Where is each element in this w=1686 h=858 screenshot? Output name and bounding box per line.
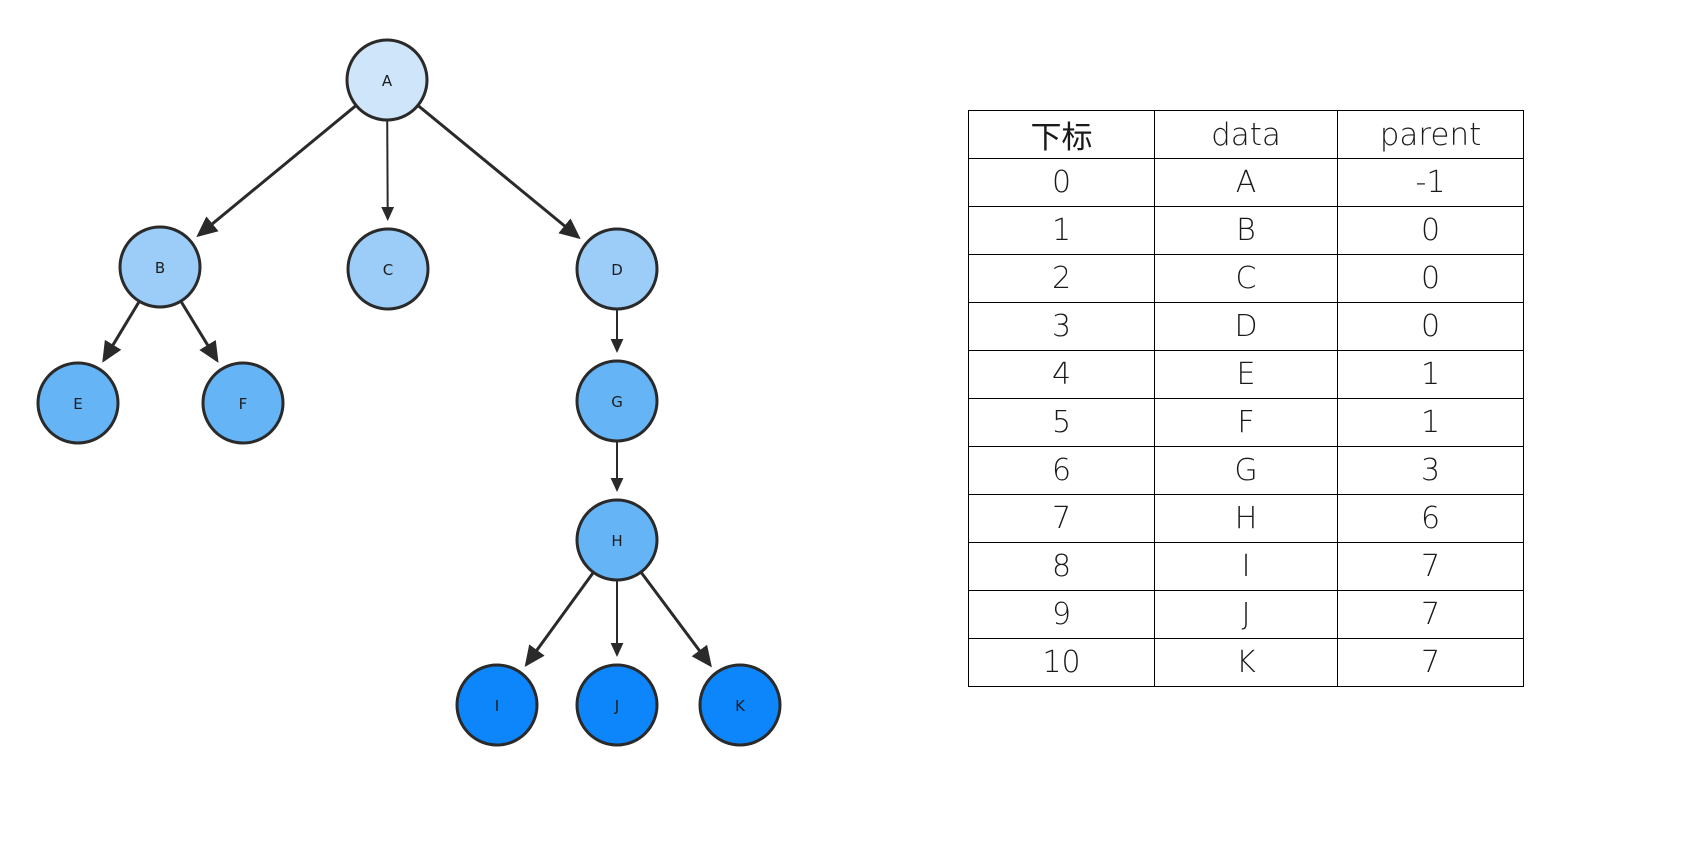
table-cell-data-1: B [1154,206,1338,255]
tree-svg: A B C D E F G H I J K [36,38,782,747]
tree-edge-a-c [381,120,395,222]
tree-node-label-k: K [735,697,746,715]
tree-node-circle-d [575,227,659,311]
table-header-parent: parent [1337,110,1524,159]
tree-nodes: A B C D E F G H I J K [36,38,782,747]
tree-node-label-a: A [382,72,393,90]
tree-node-label-d: D [611,261,623,279]
table-cell-index-10: 10 [968,638,1155,687]
table-cell-parent-8: 7 [1337,542,1524,591]
tree-edges [102,104,712,668]
tree-node-f[interactable]: F [201,361,285,445]
tree-edge-a-b [196,104,357,238]
table-cell-parent-9: 7 [1337,590,1524,639]
table-cell-parent-5: 1 [1337,398,1524,447]
table-cell-data-3: D [1154,302,1338,351]
table-cell-index-7: 7 [968,494,1155,543]
table-cell-data-9: J [1154,590,1338,639]
table-cell-data-8: I [1154,542,1338,591]
table-cell-parent-1: 0 [1337,206,1524,255]
tree-node-circle-f [201,361,285,445]
table-cell-parent-4: 1 [1337,350,1524,399]
table-cell-parent-2: 0 [1337,254,1524,303]
tree-node-label-f: F [239,395,248,413]
tree-node-circle-i [455,663,539,747]
tree-node-a[interactable]: A [345,38,429,122]
table-cell-data-4: E [1154,350,1338,399]
tree-node-circle-j [575,663,659,747]
tree-node-e[interactable]: E [36,361,120,445]
tree-node-i[interactable]: I [455,663,539,747]
tree-node-c[interactable]: C [346,227,430,311]
tree-node-circle-e [36,361,120,445]
tree-node-h[interactable]: H [575,498,659,582]
table-cell-data-10: K [1154,638,1338,687]
table-cell-index-3: 3 [968,302,1155,351]
tree-node-circle-g [575,359,659,443]
table-cell-parent-0: -1 [1337,158,1524,207]
tree-node-circle-b [118,225,202,309]
tree-edge-a-d [417,104,581,240]
table-cell-parent-3: 0 [1337,302,1524,351]
tree-node-d[interactable]: D [575,227,659,311]
table-header-data: data [1154,110,1338,159]
table-cell-index-1: 1 [968,206,1155,255]
tree-node-label-c: C [383,261,393,279]
tree-node-label-h: H [611,532,622,550]
table-cell-index-0: 0 [968,158,1155,207]
table-cell-index-6: 6 [968,446,1155,495]
table-cell-data-7: H [1154,494,1338,543]
table-cell-data-2: C [1154,254,1338,303]
tree-node-g[interactable]: G [575,359,659,443]
table-cell-parent-10: 7 [1337,638,1524,687]
tree-edge-b-e [102,301,141,363]
tree-node-label-b: B [155,259,165,277]
tree-edge-b-f [180,301,219,363]
tree-node-label-i: I [495,697,499,715]
table-header-index: 下标 [968,110,1155,159]
tree-node-circle-c [346,227,430,311]
table-cell-index-5: 5 [968,398,1155,447]
tree-diagram-panel: A B C D E F G H I J K [36,38,782,747]
table-cell-parent-6: 3 [1337,446,1524,495]
tree-node-label-g: G [611,393,623,411]
tree-node-circle-h [575,498,659,582]
table-cell-index-8: 8 [968,542,1155,591]
table-cell-data-5: F [1154,398,1338,447]
tree-edge-h-k [640,571,712,668]
table-cell-index-4: 4 [968,350,1155,399]
tree-node-j[interactable]: J [575,663,659,747]
table-cell-index-9: 9 [968,590,1155,639]
tree-edge-h-i [524,572,595,667]
tree-node-b[interactable]: B [118,225,202,309]
tree-node-label-e: E [73,395,82,413]
table-cell-data-0: A [1154,158,1338,207]
table-cell-index-2: 2 [968,254,1155,303]
tree-node-circle-a [345,38,429,122]
table-cell-data-6: G [1154,446,1338,495]
table-cell-parent-7: 6 [1337,494,1524,543]
tree-node-circle-k [698,663,782,747]
tree-node-k[interactable]: K [698,663,782,747]
tree-node-label-j: J [614,697,619,715]
